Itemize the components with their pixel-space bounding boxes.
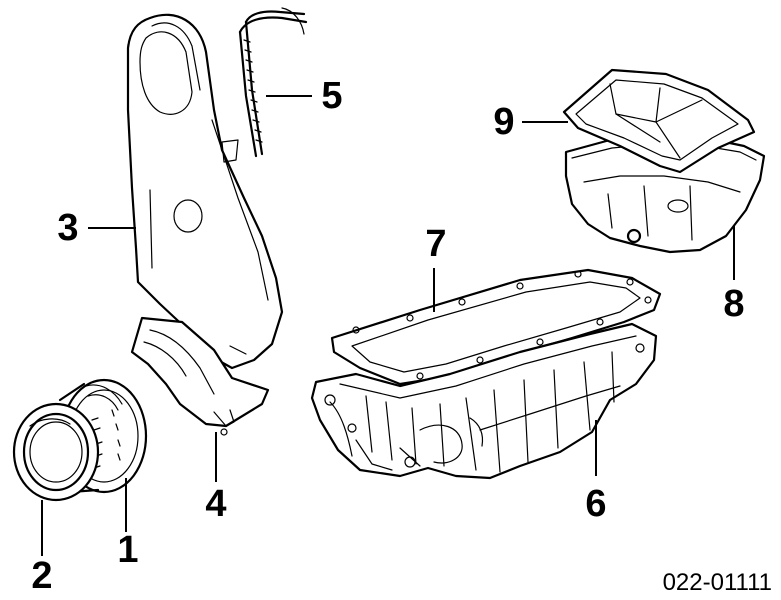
callout-4: 4 bbox=[205, 483, 226, 525]
callout-8: 8 bbox=[723, 283, 744, 325]
timing-belt bbox=[238, 7, 308, 158]
oil-pan-upper bbox=[310, 322, 658, 480]
callout-7: 7 bbox=[425, 223, 446, 265]
oil-pan-gasket bbox=[330, 268, 662, 386]
callout-9: 9 bbox=[493, 101, 514, 143]
callout-5: 5 bbox=[321, 75, 342, 117]
timing-belt-cover-upper bbox=[126, 13, 284, 370]
diagram-part-number: 022-01111 bbox=[663, 569, 772, 596]
crankshaft-pulley-hub bbox=[12, 402, 100, 502]
callout-3: 3 bbox=[57, 207, 78, 249]
oil-pan-lower-gasket bbox=[562, 68, 756, 174]
callout-6: 6 bbox=[585, 483, 606, 525]
leader-lines bbox=[41, 95, 735, 556]
timing-belt-cover-lower bbox=[130, 316, 270, 436]
callout-1: 1 bbox=[117, 529, 138, 571]
callout-labels: 1 2 3 4 5 6 7 8 9 bbox=[31, 75, 744, 597]
callout-2: 2 bbox=[31, 555, 52, 597]
